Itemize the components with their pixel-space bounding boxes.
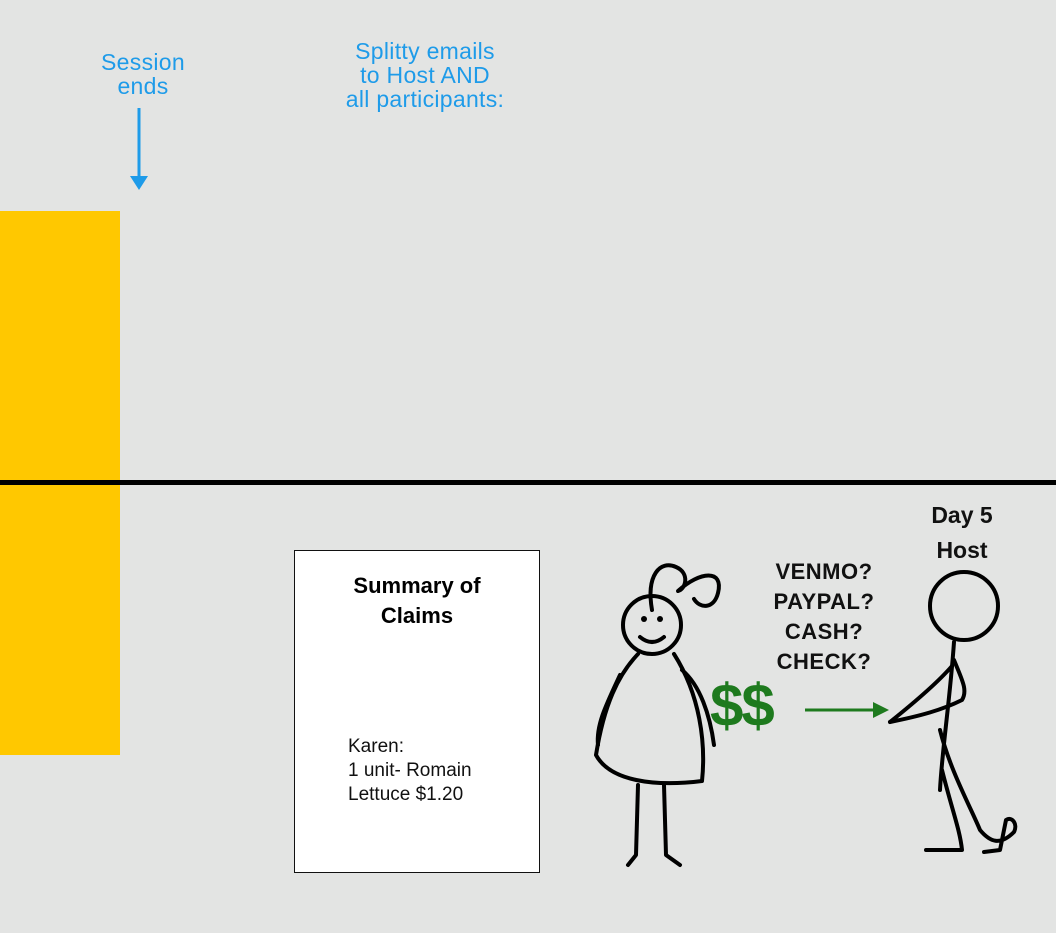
timeline-divider	[0, 480, 1056, 485]
host-stick-figure	[888, 570, 1018, 854]
payment-methods-text: VENMO? PAYPAL? CASH? CHECK?	[773, 559, 875, 674]
money-symbol: $$	[710, 672, 775, 739]
summary-of-claims-document: Summary of Claims Karen: 1 unit- Romain …	[294, 550, 540, 873]
session-ends-label: Session ends	[101, 49, 185, 99]
day-label: Day 5	[931, 502, 993, 528]
document-title: Summary of Claims	[353, 573, 481, 628]
splitty-emails-label: Splitty emails to Host AND all participa…	[345, 38, 505, 112]
document-body: Karen: 1 unit- Romain Lettuce $1.20	[348, 736, 472, 805]
participant-woman-figure	[594, 563, 721, 867]
right-arrow-icon	[805, 702, 889, 718]
down-arrow-icon	[130, 108, 148, 190]
host-label: Host	[936, 537, 988, 563]
